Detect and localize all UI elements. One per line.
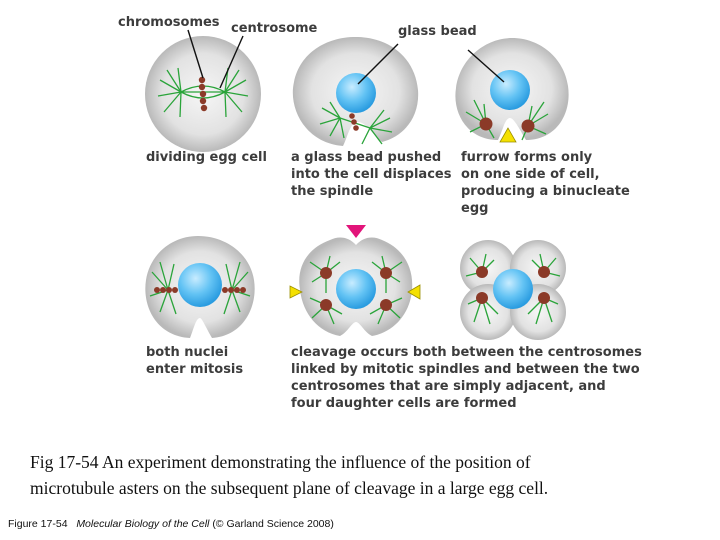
cell-cleavage-diagram — [145, 29, 569, 340]
furrow-arrow-left — [289, 285, 303, 299]
glass-bead — [178, 263, 222, 307]
caption-dividing-egg-cell: dividing egg cell — [146, 150, 267, 165]
credit-figure-number: Figure 17-54 — [8, 518, 68, 530]
caption-nuclei-mitosis: both nuclei enter mitosis — [146, 345, 244, 377]
glass-bead — [336, 269, 376, 309]
glass-bead — [493, 269, 533, 309]
chromosomes-displaced — [349, 113, 359, 131]
furrow-arrow — [499, 127, 517, 143]
caption-cleavage: cleavage occurs both between the centros… — [291, 345, 642, 411]
pointer-glass-bead — [357, 43, 399, 85]
furrow-arrow-right — [407, 284, 421, 300]
credit-book-title: Molecular Biology of the Cell — [76, 518, 210, 530]
spindle-right — [223, 261, 251, 315]
glass-bead — [490, 70, 530, 110]
panel-dividing-egg-cell — [145, 29, 261, 152]
nuclei — [320, 267, 392, 311]
pointer-glass-bead-2 — [467, 49, 505, 83]
glass-bead — [336, 73, 376, 113]
nuclei — [476, 266, 550, 304]
aster-right — [224, 67, 249, 118]
mitotic-spindle — [157, 67, 249, 118]
figure-caption: Fig 17-54 An experiment demonstrating th… — [30, 452, 549, 498]
cleavage-arrow — [346, 225, 366, 238]
chromosomes-mitosis — [154, 287, 246, 293]
nuclei — [479, 117, 535, 133]
panel-four-daughter-cells — [460, 240, 566, 340]
aster-left — [157, 67, 182, 118]
pointer-chromosomes — [187, 29, 204, 79]
panel-nuclei-mitosis — [145, 236, 255, 338]
caption-furrow: furrow forms only on one side of cell, p… — [461, 150, 630, 216]
figure-credit: Figure 17-54 Molecular Biology of the Ce… — [8, 518, 334, 530]
panel-cleavage — [289, 225, 421, 336]
label-centrosome: centrosome — [231, 21, 318, 36]
caption-bead-pushed: a glass bead pushed into the cell displa… — [291, 150, 452, 199]
panel-furrow-one-side — [455, 38, 569, 143]
chromosomes — [198, 76, 208, 112]
label-glass-bead: glass bead — [398, 24, 477, 39]
label-chromosomes: chromosomes — [118, 15, 220, 30]
credit-publisher: (© Garland Science 2008) — [212, 518, 334, 530]
panel-bead-pushed — [292, 36, 419, 146]
pointer-centrosome — [219, 35, 244, 89]
